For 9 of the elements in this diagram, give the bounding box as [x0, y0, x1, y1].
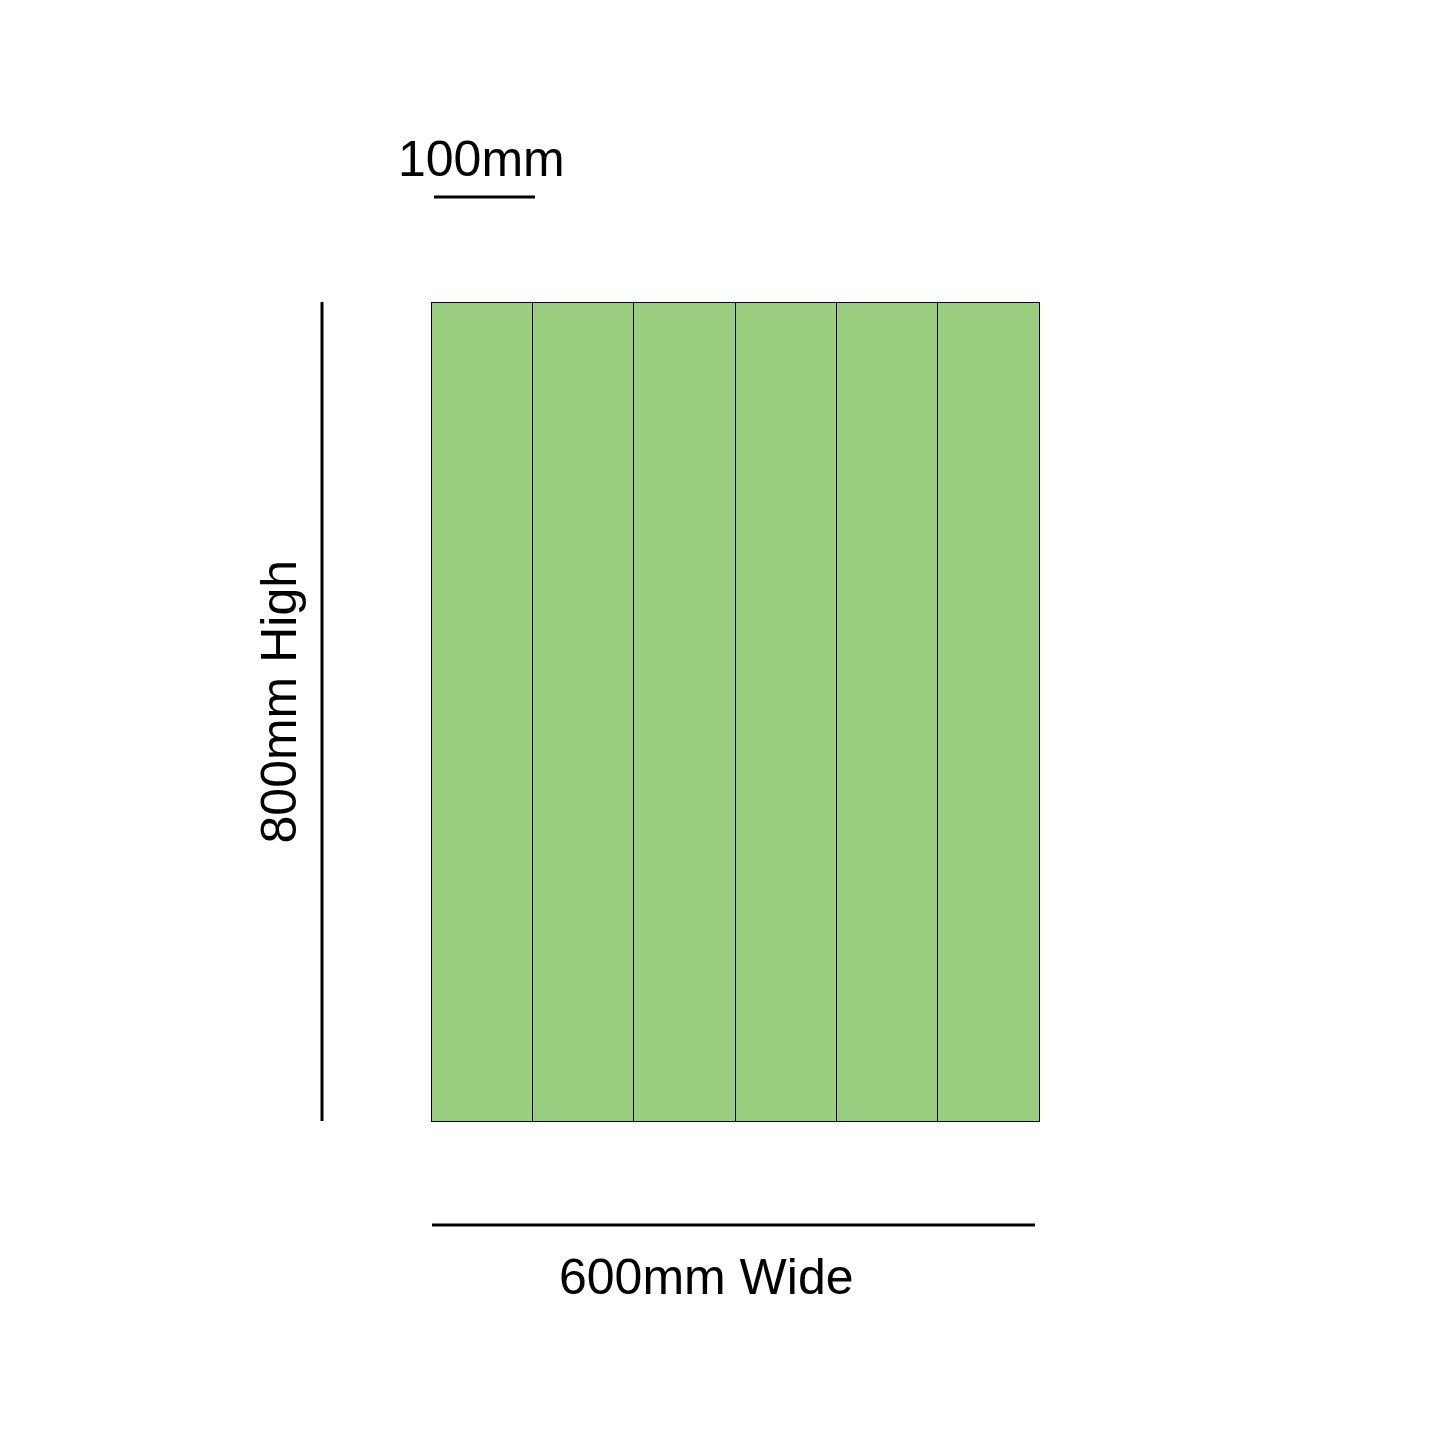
panel-strip [835, 302, 939, 1122]
panel-strip [431, 302, 534, 1122]
width-label: 600mm Wide [559, 1252, 854, 1302]
height-label: 800mm High [254, 560, 304, 844]
scale-label: 100mm [398, 134, 565, 184]
panel-strip [532, 302, 635, 1122]
panel-strip [937, 302, 1040, 1122]
panel-strip [633, 302, 737, 1122]
panel-strip [734, 302, 838, 1122]
